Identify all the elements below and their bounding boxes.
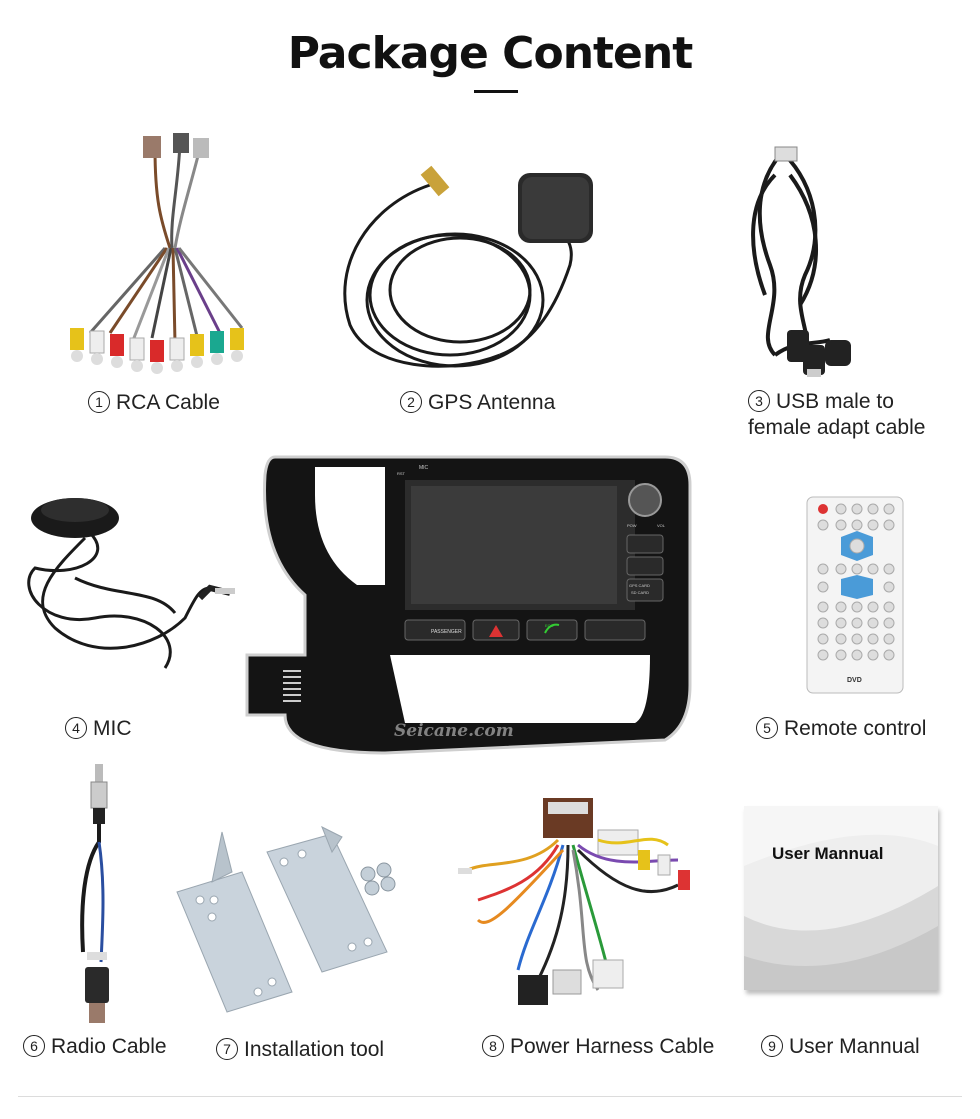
eco-label: ECO bbox=[545, 623, 554, 628]
vol-label: VOL bbox=[657, 523, 666, 528]
caption-radio-cable: 6 Radio Cable bbox=[23, 1034, 167, 1060]
pow-label: POW bbox=[627, 523, 637, 528]
item-number: 7 bbox=[216, 1038, 238, 1060]
caption-power-harness: 8 Power Harness Cable bbox=[482, 1034, 714, 1060]
item-label: RCA Cable bbox=[116, 391, 220, 414]
watermark: Seicane.com bbox=[394, 721, 514, 741]
item-label: Radio Cable bbox=[51, 1035, 167, 1058]
item-number: 8 bbox=[482, 1035, 504, 1057]
rst-label: RST bbox=[397, 471, 406, 476]
item-label: Installation tool bbox=[244, 1038, 385, 1061]
item-number: 2 bbox=[400, 391, 422, 413]
item-label: Remote control bbox=[784, 717, 927, 740]
rca-cable-image bbox=[60, 128, 260, 378]
item-number: 9 bbox=[761, 1035, 783, 1057]
item-label: MIC bbox=[93, 717, 132, 740]
manual-image: User Mannual bbox=[744, 806, 938, 990]
gps-antenna-image bbox=[330, 155, 600, 380]
item-label: Power Harness Cable bbox=[510, 1035, 715, 1058]
item-number: 4 bbox=[65, 717, 87, 739]
mic-label: MIC bbox=[419, 465, 429, 471]
passenger-label: PASSENGER bbox=[431, 629, 462, 635]
caption-remote: 5 Remote control bbox=[756, 716, 926, 742]
item-label-line1: USB male to bbox=[776, 390, 894, 413]
head-unit-image: MIC RST POW VOL GPS CARD SD CARD PASSENG… bbox=[245, 455, 695, 755]
caption-usb-cable: 3 USB male to female adapt cable bbox=[748, 389, 925, 441]
remote-control-image: DVD bbox=[805, 495, 905, 695]
caption-rca-cable: 1 RCA Cable bbox=[88, 390, 220, 416]
caption-user-manual: 9 User Mannual bbox=[761, 1034, 920, 1060]
bottom-divider bbox=[18, 1096, 962, 1097]
item-number: 5 bbox=[756, 717, 778, 739]
item-number: 1 bbox=[88, 391, 110, 413]
remote-dvd-logo: DVD bbox=[847, 677, 862, 684]
item-label: User Mannual bbox=[789, 1035, 920, 1058]
page-title: Package Content bbox=[287, 28, 694, 79]
item-number: 6 bbox=[23, 1035, 45, 1057]
item-label: GPS Antenna bbox=[428, 391, 556, 414]
brackets-image bbox=[172, 822, 407, 1022]
harness-image bbox=[448, 790, 723, 1015]
item-number: 3 bbox=[748, 390, 770, 412]
caption-installation-tool: 7 Installation tool bbox=[216, 1037, 384, 1063]
title-underline bbox=[474, 90, 518, 93]
microphone-image bbox=[15, 488, 245, 698]
radio-cable-image bbox=[65, 762, 135, 1032]
usb-cable-image bbox=[735, 145, 865, 380]
sd-card-label: SD CARD bbox=[631, 590, 649, 595]
gps-card-label: GPS CARD bbox=[629, 583, 650, 588]
item-label-line2: female adapt cable bbox=[748, 416, 926, 439]
caption-mic: 4 MIC bbox=[65, 716, 132, 742]
caption-gps-antenna: 2 GPS Antenna bbox=[400, 390, 555, 416]
manual-cover-title: User Mannual bbox=[772, 844, 884, 863]
